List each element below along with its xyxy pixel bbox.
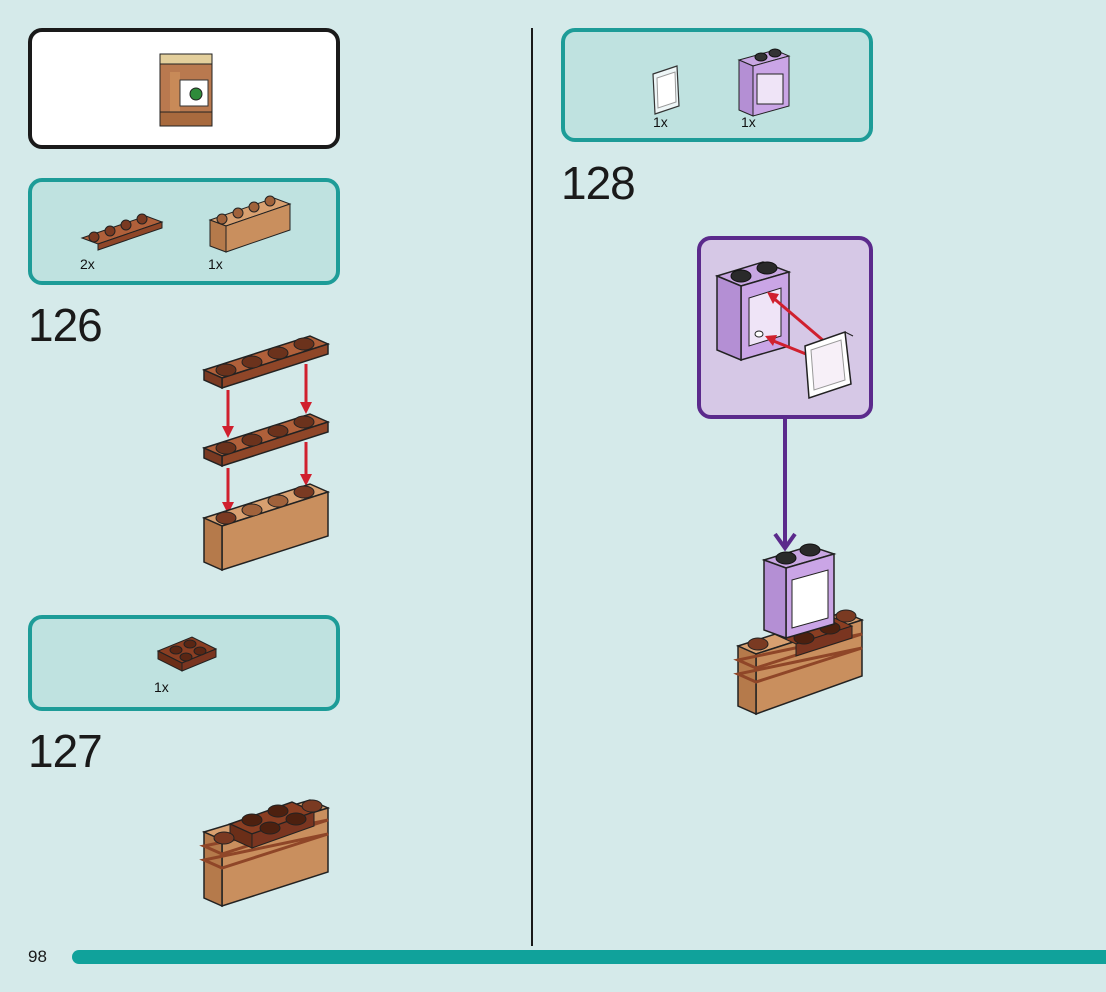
part-qty: 2x	[80, 256, 95, 272]
page-bar	[72, 950, 1106, 964]
part-qty: 1x	[208, 256, 223, 272]
step-number: 126	[28, 299, 103, 351]
completed-model-icon	[159, 53, 213, 127]
part-qty: 1x	[653, 114, 668, 130]
step-128-assembly-illustration	[733, 543, 865, 716]
window-glass-icon	[652, 65, 680, 115]
parts-list-126: 2x 1x	[28, 178, 340, 285]
column-divider	[531, 28, 533, 946]
window-insert-illustration	[714, 261, 854, 400]
window-frame-lavender-icon	[737, 48, 791, 117]
sub-assembly-callout	[697, 236, 873, 419]
plate-2x2-dark-brown-icon	[156, 636, 218, 672]
page-number: 98	[28, 947, 47, 966]
brick-1x4-medium-nougat-icon	[208, 195, 292, 253]
completed-model-preview	[28, 28, 340, 149]
step-126-assembly-illustration	[201, 335, 331, 572]
part-qty: 1x	[154, 679, 169, 695]
step-number: 128	[561, 157, 636, 209]
callout-connector-arrow	[773, 418, 797, 552]
part-qty: 1x	[741, 114, 756, 130]
parts-list-128: 1x 1x	[561, 28, 873, 142]
brick-plate-1x4-reddish-brown-icon	[80, 213, 164, 251]
step-127-assembly-illustration	[199, 799, 331, 908]
step-number: 127	[28, 725, 103, 777]
parts-list-127: 1x	[28, 615, 340, 711]
